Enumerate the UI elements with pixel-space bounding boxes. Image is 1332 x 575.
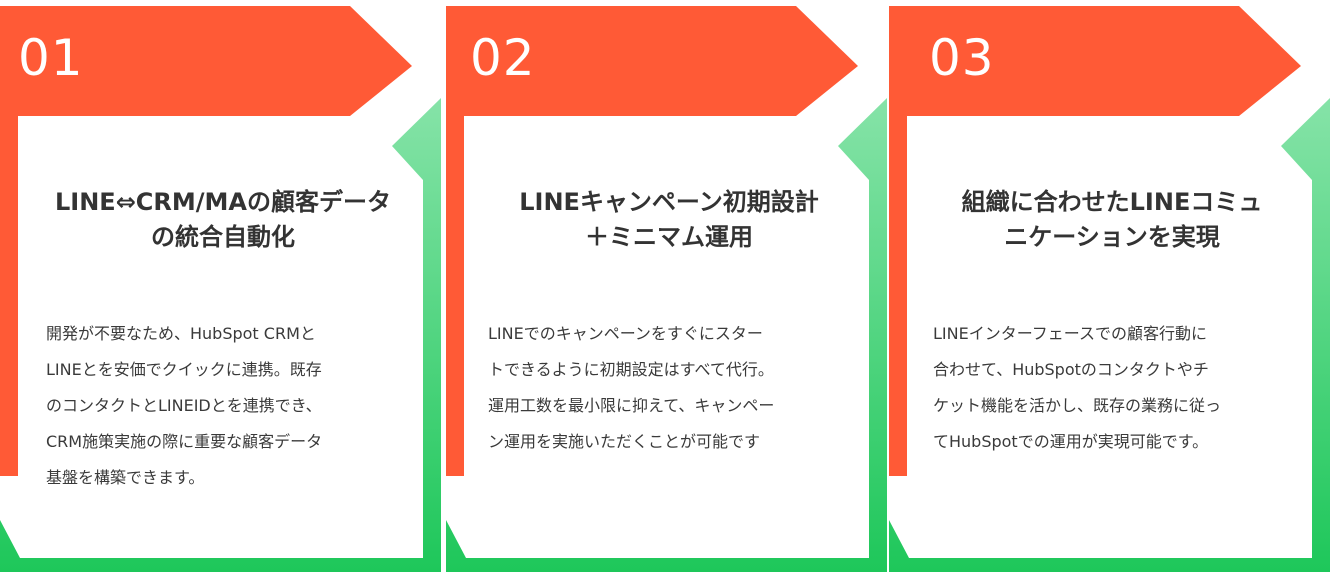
title-line: の統合自動化 [151, 223, 295, 251]
card-frame [0, 6, 441, 572]
card-description: LINEでのキャンペーンをすぐにスター トできるように初期設定はすべて代行。 運… [488, 316, 848, 460]
body-line: のコンタクトとLINEIDとを連携でき、 [46, 396, 322, 415]
card-title: 組織に合わせたLINEコミュ ニケーションを実現 [907, 185, 1317, 255]
feature-card-01: 01 LINE⇔CRM/MAの顧客データ の統合自動化 開発が不要なため、Hub… [0, 0, 446, 575]
title-line: ニケーションを実現 [1004, 223, 1220, 251]
body-line: てHubSpotでの運用が実現可能です。 [933, 432, 1209, 451]
body-line: ン運用を実施いただくことが可能です [488, 432, 761, 451]
body-line: CRM施策実施の際に重要な顧客データ [46, 432, 323, 451]
orange-banner-shape [889, 6, 1301, 476]
green-frame-shape [0, 98, 441, 572]
body-line: 合わせて、HubSpotのコンタクトやチ [933, 360, 1209, 379]
card-title: LINEキャンペーン初期設計 ＋ミニマム運用 [464, 185, 874, 255]
body-line: 基盤を構築できます。 [46, 468, 205, 487]
title-line: 組織に合わせたLINEコミュ [961, 188, 1263, 216]
orange-banner-shape [446, 6, 858, 476]
step-number: 03 [929, 29, 995, 87]
orange-banner-shape [0, 6, 412, 476]
step-number: 01 [18, 29, 84, 87]
card-frame [889, 6, 1330, 572]
title-line: LINE⇔CRM/MAの顧客データ [54, 188, 391, 216]
body-line: LINEインターフェースでの顧客行動に [933, 324, 1207, 343]
title-line: LINEキャンペーン初期設計 [519, 188, 819, 216]
card-frame [446, 6, 887, 572]
feature-card-03: 03 組織に合わせたLINEコミュ ニケーションを実現 LINEインターフェース… [889, 0, 1332, 575]
body-line: LINEとを安価でクイックに連携。既存 [46, 360, 322, 379]
card-title: LINE⇔CRM/MAの顧客データ の統合自動化 [18, 185, 428, 255]
body-line: トできるように初期設定はすべて代行。 [488, 360, 774, 379]
card-description: LINEインターフェースでの顧客行動に 合わせて、HubSpotのコンタクトやチ… [933, 316, 1293, 460]
body-line: 開発が不要なため、HubSpot CRMと [46, 324, 316, 343]
title-line: ＋ミニマム運用 [585, 223, 753, 251]
step-number: 02 [470, 29, 536, 87]
body-line: 運用工数を最小限に抑えて、キャンペー [488, 396, 775, 415]
body-line: LINEでのキャンペーンをすぐにスター [488, 324, 763, 343]
green-frame-shape [446, 98, 887, 572]
card-description: 開発が不要なため、HubSpot CRMと LINEとを安価でクイックに連携。既… [46, 316, 406, 496]
feature-card-02: 02 LINEキャンペーン初期設計 ＋ミニマム運用 LINEでのキャンペーンをす… [446, 0, 892, 575]
green-frame-shape [889, 98, 1330, 572]
body-line: ケット機能を活かし、既存の業務に従っ [933, 396, 1222, 415]
